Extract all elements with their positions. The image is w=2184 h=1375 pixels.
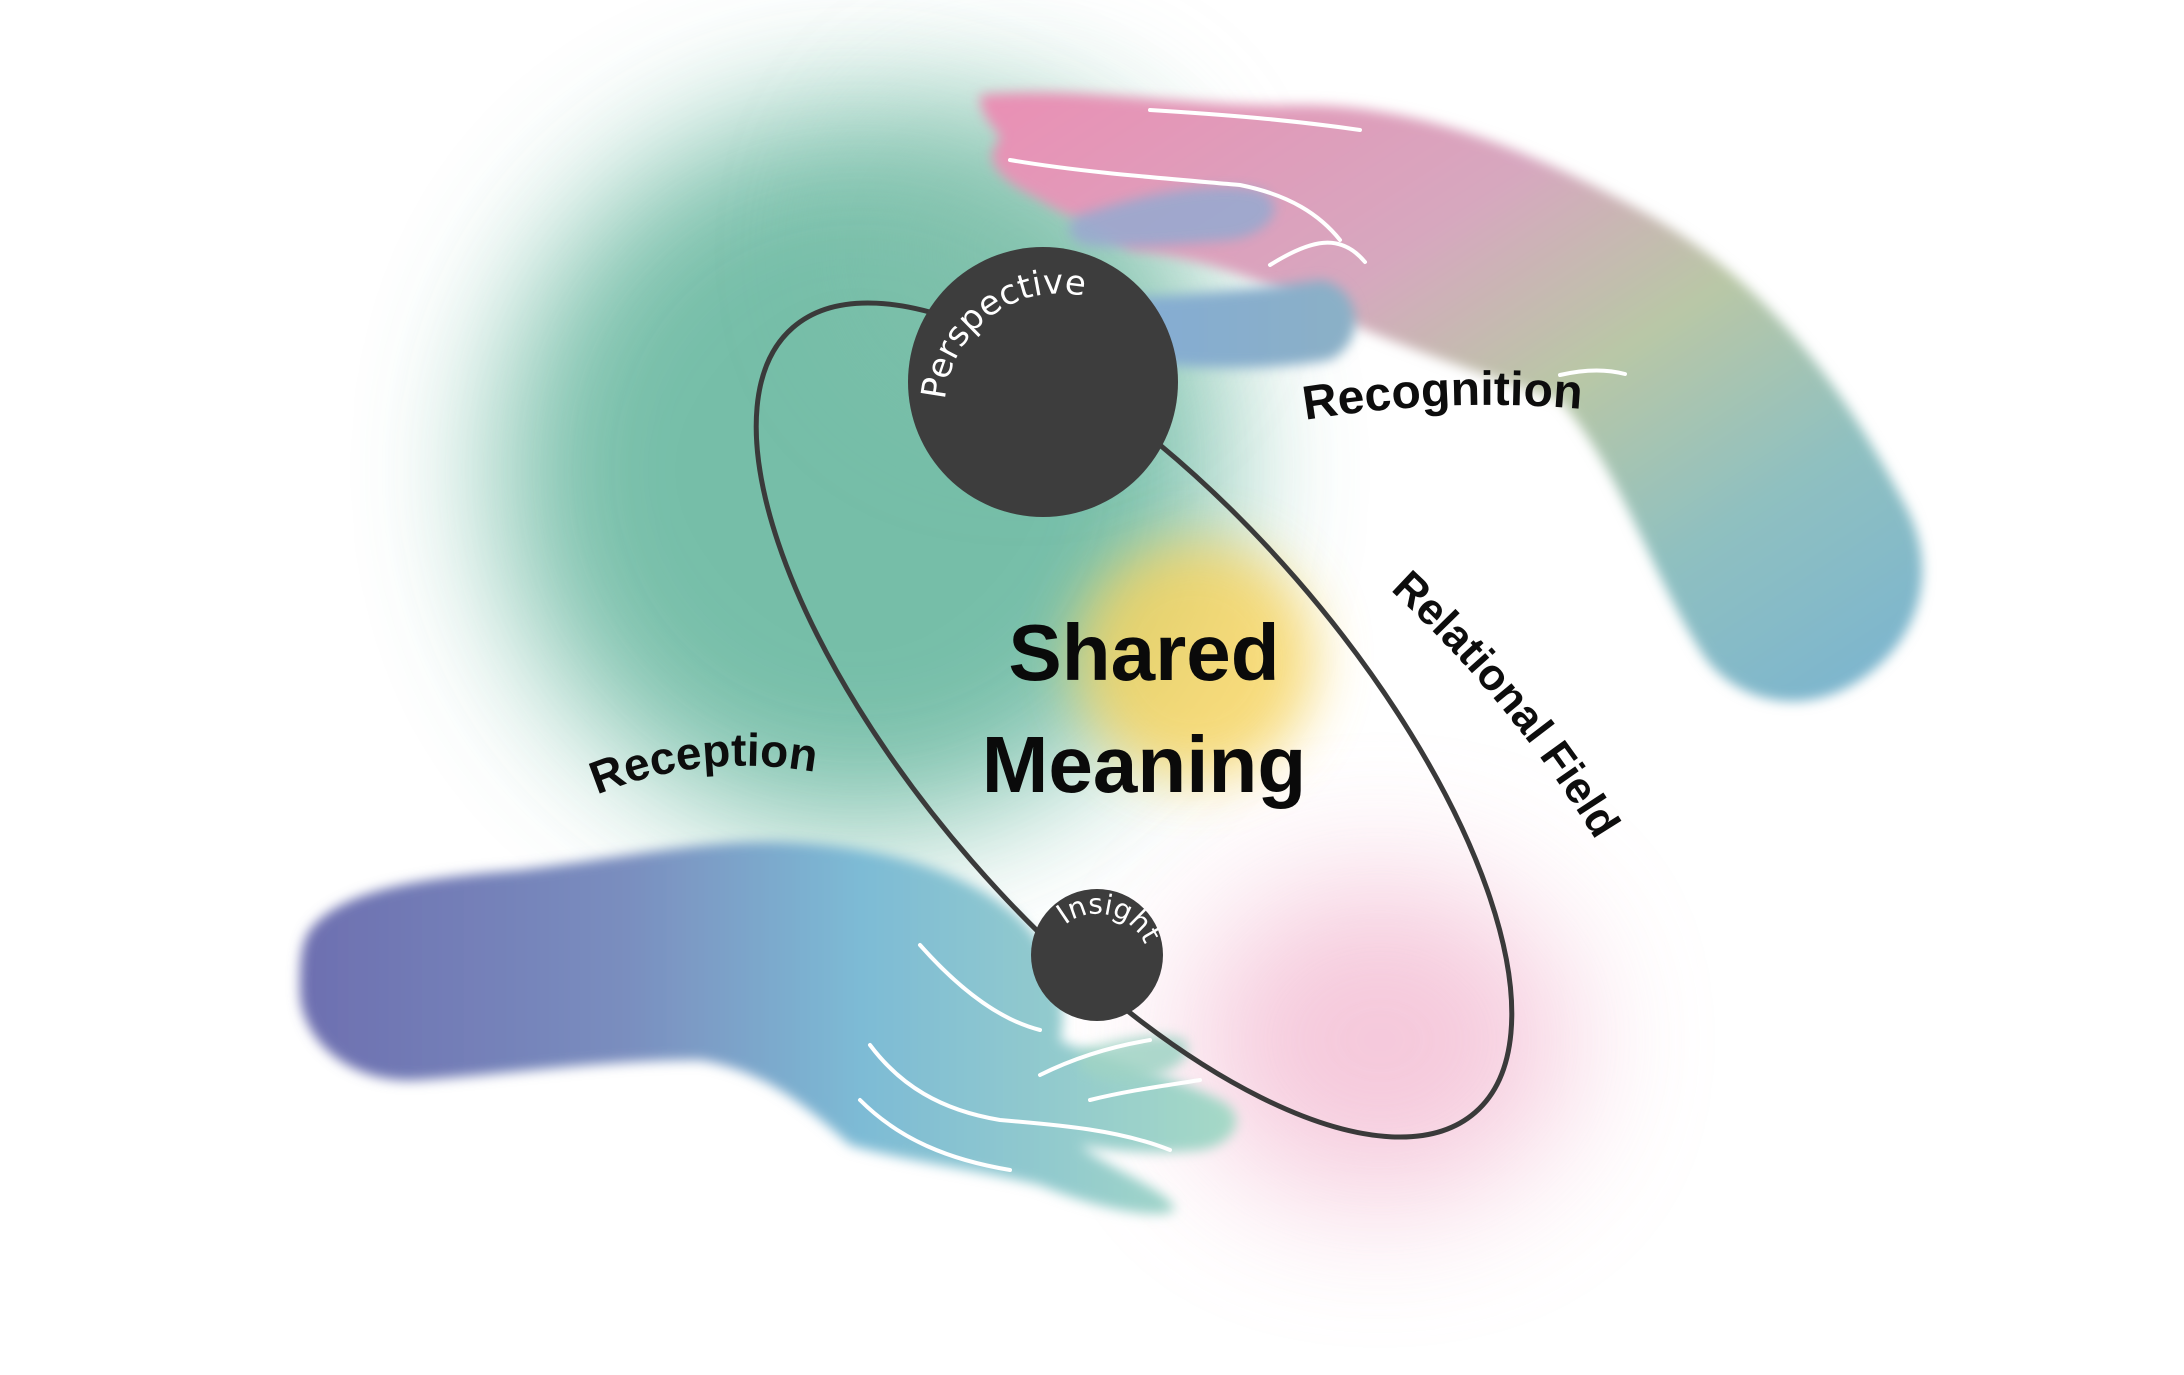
top-hand <box>980 92 1923 702</box>
recognition-label: Recognition <box>1299 363 1585 431</box>
insight-orb: Insight <box>1031 887 1168 1021</box>
perspective-orb: Perspective <box>908 247 1178 517</box>
bottom-hand <box>300 841 1237 1214</box>
center-title-line-1: Shared <box>1008 608 1279 697</box>
relational-field-text: Relational Field <box>1383 562 1629 846</box>
center-title-line-2: Meaning <box>982 720 1306 809</box>
relational-field-label: Relational Field <box>1383 562 1629 846</box>
recognition-text: Recognition <box>1299 363 1585 431</box>
relational-orbit <box>753 300 1515 1140</box>
